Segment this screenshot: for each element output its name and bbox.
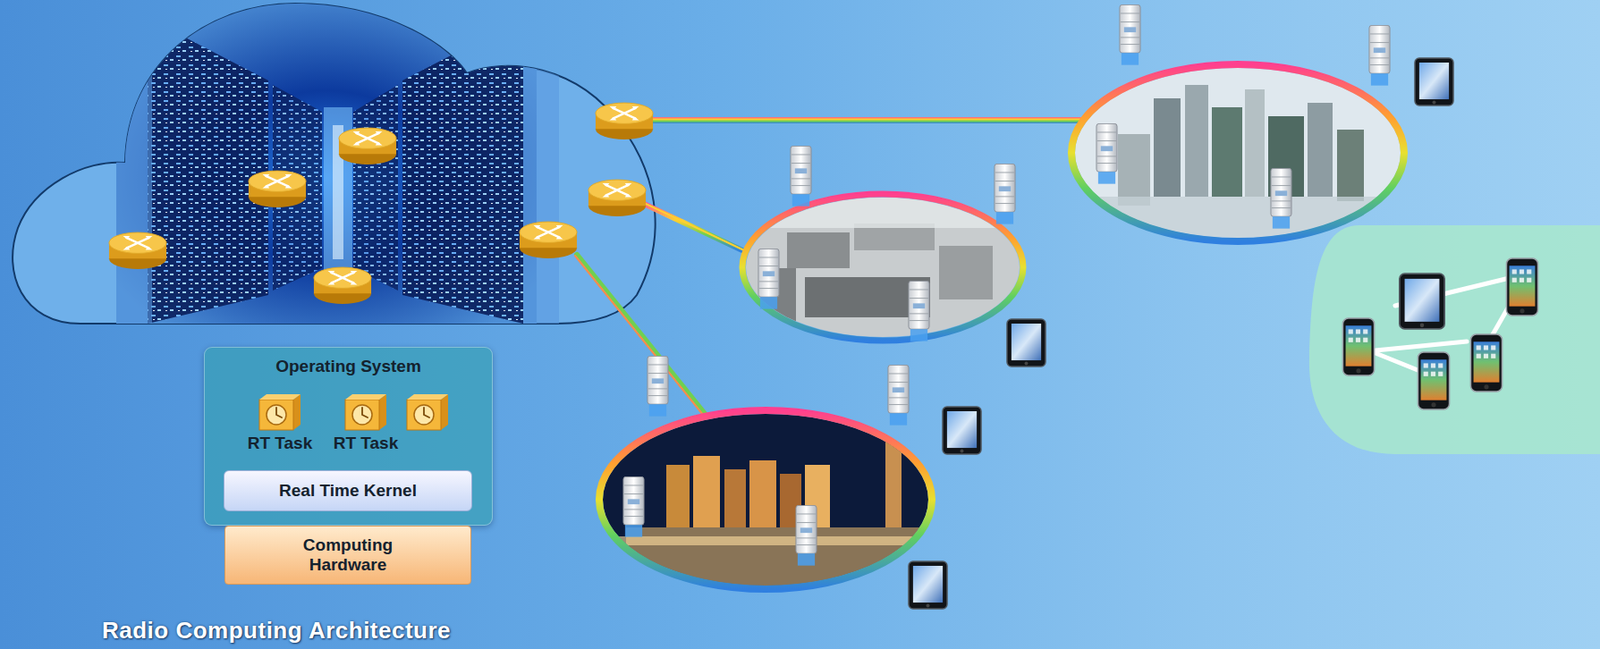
task-label: RT Task xyxy=(228,433,331,454)
diagram-title: Radio Computing Architecture xyxy=(101,617,451,645)
rt-task: RT Task xyxy=(228,390,331,454)
hardware-box: Computing Hardware xyxy=(224,525,472,585)
os-panel: Operating System RT TaskRT TaskReal Time … xyxy=(203,347,493,526)
clock-icon xyxy=(341,390,390,432)
box-label: Real Time Kernel xyxy=(279,481,417,501)
clock-icon-holder xyxy=(403,390,452,432)
kernel-box: Real Time Kernel xyxy=(223,470,473,512)
box-label: Computing Hardware xyxy=(289,535,407,576)
clock-icon xyxy=(403,390,452,432)
rt-task: RT Task xyxy=(314,390,417,454)
panel-heading: Operating System xyxy=(211,356,485,377)
clock-icon xyxy=(255,390,305,432)
task-label: RT Task xyxy=(314,433,417,454)
